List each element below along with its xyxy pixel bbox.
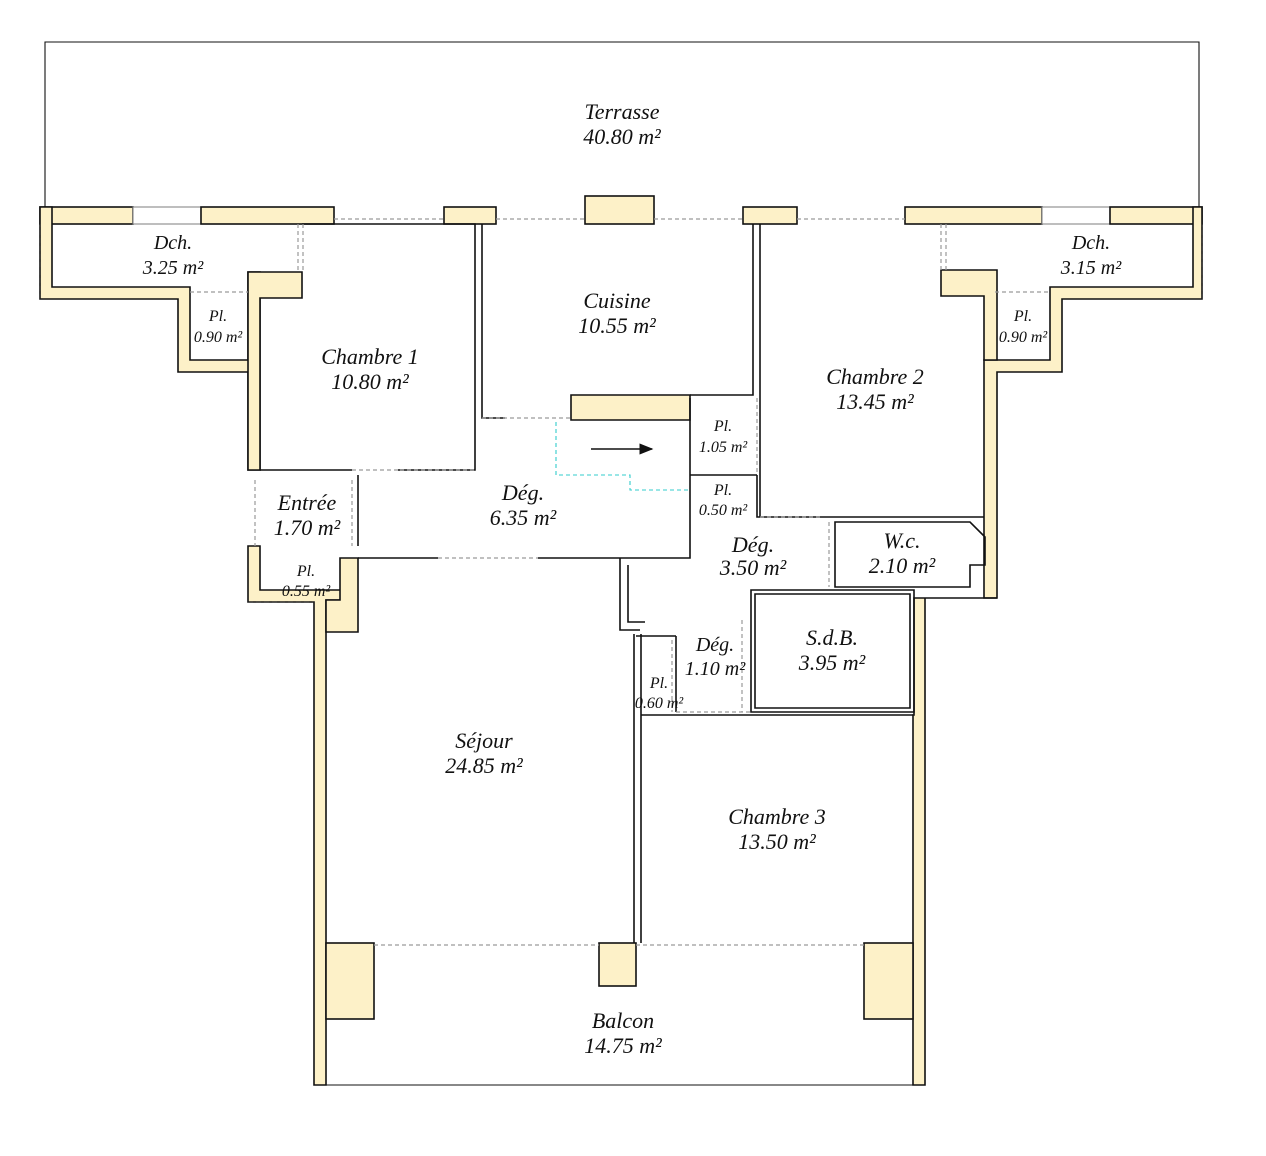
svg-text:1.70 m²: 1.70 m² [274, 515, 341, 540]
wall-top-pillar-a [443, 206, 497, 225]
label-pl-050: Pl. 0.50 m² [699, 482, 749, 519]
svg-text:24.85 m²: 24.85 m² [445, 753, 523, 778]
svg-text:3.50 m²: 3.50 m² [719, 555, 787, 580]
svg-text:0.90 m²: 0.90 m² [999, 329, 1049, 346]
svg-text:13.45 m²: 13.45 m² [836, 389, 914, 414]
svg-text:Chambre 3: Chambre 3 [728, 804, 826, 829]
svg-text:Pl.: Pl. [713, 418, 732, 435]
label-pl-left: Pl. 0.90 m² [194, 308, 244, 346]
svg-text:0.55 m²: 0.55 m² [282, 583, 332, 600]
label-pl-105: Pl. 1.05 m² [699, 418, 749, 456]
svg-text:14.75 m²: 14.75 m² [584, 1033, 662, 1058]
svg-text:0.90 m²: 0.90 m² [194, 329, 244, 346]
label-deg-110: Dég. 1.10 m² [685, 634, 746, 680]
svg-text:W.c.: W.c. [883, 528, 920, 553]
svg-text:Séjour: Séjour [455, 728, 513, 753]
svg-text:13.50 m²: 13.50 m² [738, 829, 816, 854]
svg-text:3.15 m²: 3.15 m² [1060, 257, 1122, 279]
label-terrasse: Terrasse 40.80 m² [583, 99, 661, 149]
wall-top-right-b [1109, 206, 1203, 225]
svg-text:Pl.: Pl. [208, 308, 227, 325]
svg-text:3.95 m²: 3.95 m² [798, 650, 866, 675]
pillar-balcon-right [863, 942, 914, 1020]
pillar-balcon-mid [598, 942, 637, 987]
wall-chambre1-corner [247, 271, 303, 471]
room-labels: Terrasse 40.80 m² Dch. 3.25 m² Pl. 0.90 … [142, 99, 1122, 1058]
svg-text:1.05 m²: 1.05 m² [699, 439, 749, 456]
svg-text:Chambre 2: Chambre 2 [826, 364, 924, 389]
wall-top-right-a [904, 206, 1043, 225]
wall-top-pillar-b [742, 206, 798, 225]
label-sdb: S.d.B. 3.95 m² [798, 625, 866, 675]
label-pl-right: Pl. 0.90 m² [999, 308, 1049, 346]
label-chambre-3: Chambre 3 13.50 m² [728, 804, 826, 854]
svg-text:10.80 m²: 10.80 m² [331, 369, 409, 394]
label-pl-055: Pl. 0.55 m² [282, 563, 332, 600]
svg-text:S.d.B.: S.d.B. [806, 625, 858, 650]
pillar-balcon-left [325, 942, 375, 1020]
wall-top-left-b [200, 206, 335, 225]
svg-text:40.80 m²: 40.80 m² [583, 124, 661, 149]
svg-text:Pl.: Pl. [1013, 308, 1032, 325]
svg-text:Dch.: Dch. [153, 232, 192, 254]
svg-text:Entrée: Entrée [277, 490, 337, 515]
svg-text:6.35 m²: 6.35 m² [490, 505, 557, 530]
label-entree: Entrée 1.70 m² [274, 490, 341, 540]
wall-chambre2-corner [940, 269, 998, 361]
svg-text:10.55 m²: 10.55 m² [578, 313, 656, 338]
window-dch-right [1041, 206, 1111, 225]
window-dch-left [132, 206, 202, 225]
wall-top-chimney [584, 195, 655, 225]
svg-text:0.50 m²: 0.50 m² [699, 502, 749, 519]
svg-text:Chambre 1: Chambre 1 [321, 344, 419, 369]
svg-text:Cuisine: Cuisine [583, 288, 650, 313]
svg-text:Pl.: Pl. [296, 563, 315, 580]
label-dch-right: Dch. 3.15 m² [1060, 232, 1122, 279]
label-deg-635: Dég. 6.35 m² [490, 480, 557, 530]
svg-text:Dég.: Dég. [501, 480, 544, 505]
wall-top-left-a [39, 206, 134, 225]
label-dch-left: Dch. 3.25 m² [142, 232, 204, 279]
label-pl-060: Pl. 0.60 m² [635, 675, 685, 712]
svg-text:Terrasse: Terrasse [585, 99, 660, 124]
wall-right-lower [912, 597, 997, 1086]
svg-text:Pl.: Pl. [649, 675, 668, 692]
label-wc: W.c. 2.10 m² [869, 528, 936, 578]
svg-text:Balcon: Balcon [592, 1008, 654, 1033]
label-deg-350: Dég. 3.50 m² [719, 532, 787, 580]
svg-text:Dch.: Dch. [1071, 232, 1110, 254]
svg-text:3.25 m²: 3.25 m² [142, 257, 204, 279]
walls [39, 195, 1203, 1086]
svg-text:Pl.: Pl. [713, 482, 732, 499]
svg-text:Dég.: Dég. [731, 532, 774, 557]
label-sejour: Séjour 24.85 m² [445, 728, 523, 778]
svg-text:0.60 m²: 0.60 m² [635, 695, 685, 712]
label-cuisine: Cuisine 10.55 m² [578, 288, 656, 338]
label-chambre-2: Chambre 2 13.45 m² [826, 364, 924, 414]
svg-text:1.10 m²: 1.10 m² [685, 658, 746, 680]
wall-kitchen-pillar [570, 394, 691, 421]
openings [39, 218, 1203, 946]
label-chambre-1: Chambre 1 10.80 m² [321, 344, 419, 394]
terrasse-area [44, 41, 1200, 207]
label-balcon: Balcon 14.75 m² [584, 1008, 662, 1058]
svg-text:2.10 m²: 2.10 m² [869, 553, 936, 578]
svg-text:Dég.: Dég. [695, 634, 734, 656]
